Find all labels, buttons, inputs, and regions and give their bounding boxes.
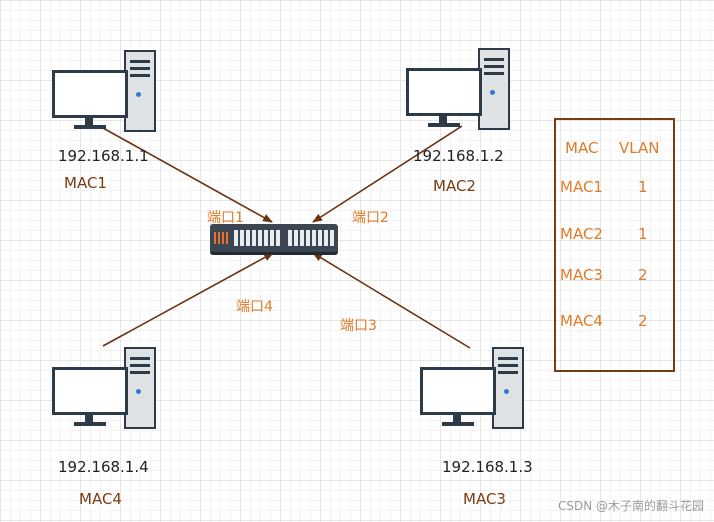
monitor-icon	[52, 367, 128, 415]
table-cell-mac: MAC2	[560, 225, 603, 243]
monitor-icon	[406, 68, 482, 116]
table-cell-vlan: 2	[638, 312, 648, 330]
computer-pc1	[52, 50, 156, 134]
link-pc4-switch	[102, 252, 274, 347]
pc3-ip: 192.168.1.3	[442, 458, 533, 476]
tower-icon	[478, 48, 510, 130]
port-3-label: 端口3	[340, 318, 377, 334]
table-cell-vlan: 2	[638, 266, 648, 284]
table-header-mac: MAC	[565, 139, 599, 157]
link-pc3-switch	[312, 252, 471, 349]
port-1-label: 端口1	[207, 210, 244, 226]
computer-pc3	[420, 347, 524, 431]
pc1-mac: MAC1	[64, 174, 107, 192]
port-2-label: 端口2	[352, 210, 389, 226]
table-header-vlan: VLAN	[619, 139, 660, 157]
pc2-mac: MAC2	[433, 177, 476, 195]
monitor-icon	[52, 70, 128, 118]
monitor-icon	[420, 367, 496, 415]
table-cell-mac: MAC4	[560, 312, 603, 330]
tower-icon	[492, 347, 524, 429]
pc1-ip: 192.168.1.1	[58, 147, 149, 165]
mac-vlan-table: MAC VLAN MAC1 1 MAC2 1 MAC3 2 MAC4 2	[554, 118, 675, 372]
link-pc1-switch	[102, 127, 273, 223]
pc2-ip: 192.168.1.2	[413, 147, 504, 165]
tower-icon	[124, 347, 156, 429]
watermark: CSDN @木子南的翻斗花园	[557, 499, 704, 513]
pc4-mac: MAC4	[79, 490, 122, 508]
port-4-label: 端口4	[236, 299, 273, 315]
table-cell-mac: MAC3	[560, 266, 603, 284]
computer-pc2	[406, 48, 510, 132]
tower-icon	[124, 50, 156, 132]
pc4-ip: 192.168.1.4	[58, 458, 149, 476]
switch-icon	[210, 224, 338, 255]
table-cell-mac: MAC1	[560, 178, 603, 196]
link-pc2-switch	[312, 125, 463, 223]
table-cell-vlan: 1	[638, 178, 648, 196]
pc3-mac: MAC3	[463, 490, 506, 508]
computer-pc4	[52, 347, 156, 431]
table-cell-vlan: 1	[638, 225, 648, 243]
